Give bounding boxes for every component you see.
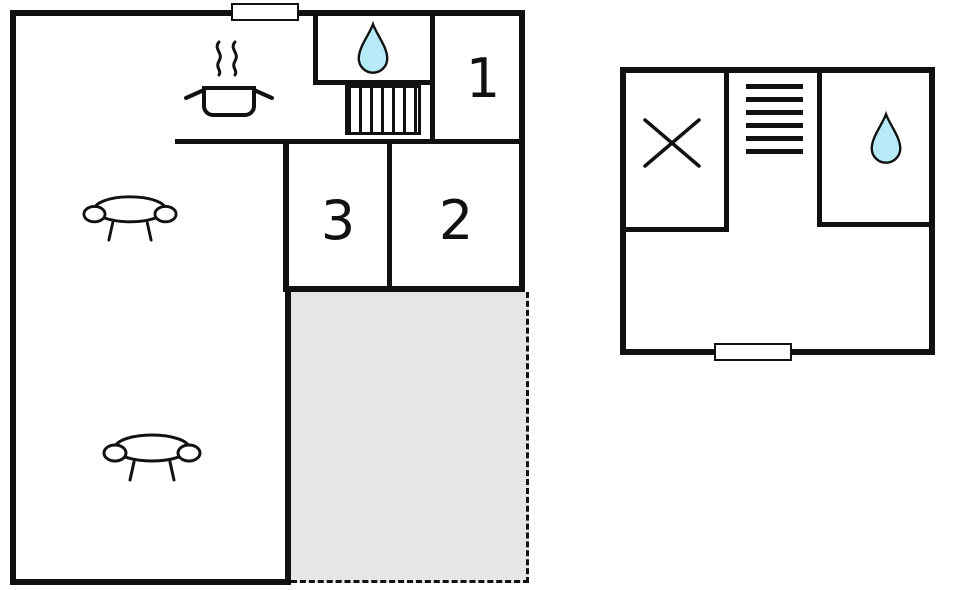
wall-right-room-bottom bbox=[817, 222, 935, 227]
sofa-icon bbox=[82, 186, 178, 248]
wall-room3-left bbox=[283, 139, 289, 292]
wall-lower-room-right bbox=[285, 286, 291, 585]
stairs-icon bbox=[746, 84, 803, 162]
wall-room1-left bbox=[430, 10, 435, 143]
wall-left-room-right bbox=[724, 67, 729, 232]
wall-right-room-left bbox=[817, 67, 822, 227]
room-3-label: 3 bbox=[320, 189, 356, 252]
wall-bathroom-bottom bbox=[313, 80, 435, 85]
water-drop-icon bbox=[354, 20, 392, 76]
sofa-icon bbox=[102, 424, 202, 488]
wall-bathroom-left bbox=[313, 10, 318, 85]
wall-left bbox=[10, 10, 16, 585]
window-cross-icon bbox=[641, 112, 703, 174]
wall-left-room-bottom bbox=[620, 227, 729, 232]
wall-top bbox=[620, 67, 935, 73]
room-1-label: 1 bbox=[465, 47, 501, 110]
room-2-label: 2 bbox=[438, 189, 474, 252]
terrace bbox=[291, 292, 529, 583]
wall-left bbox=[620, 67, 626, 355]
wall-right bbox=[929, 67, 935, 355]
wall-mid-horizontal bbox=[175, 139, 525, 144]
wall-bottom bbox=[10, 579, 291, 585]
window-marker bbox=[231, 3, 299, 21]
wall-south-of-upper-section bbox=[285, 286, 525, 292]
wall-room3-room2-divider bbox=[387, 139, 392, 292]
stairs-icon bbox=[345, 85, 421, 135]
cooking-pot-icon bbox=[183, 40, 275, 128]
wall-right bbox=[519, 10, 525, 292]
water-drop-icon bbox=[867, 110, 905, 166]
door-marker bbox=[714, 343, 792, 361]
